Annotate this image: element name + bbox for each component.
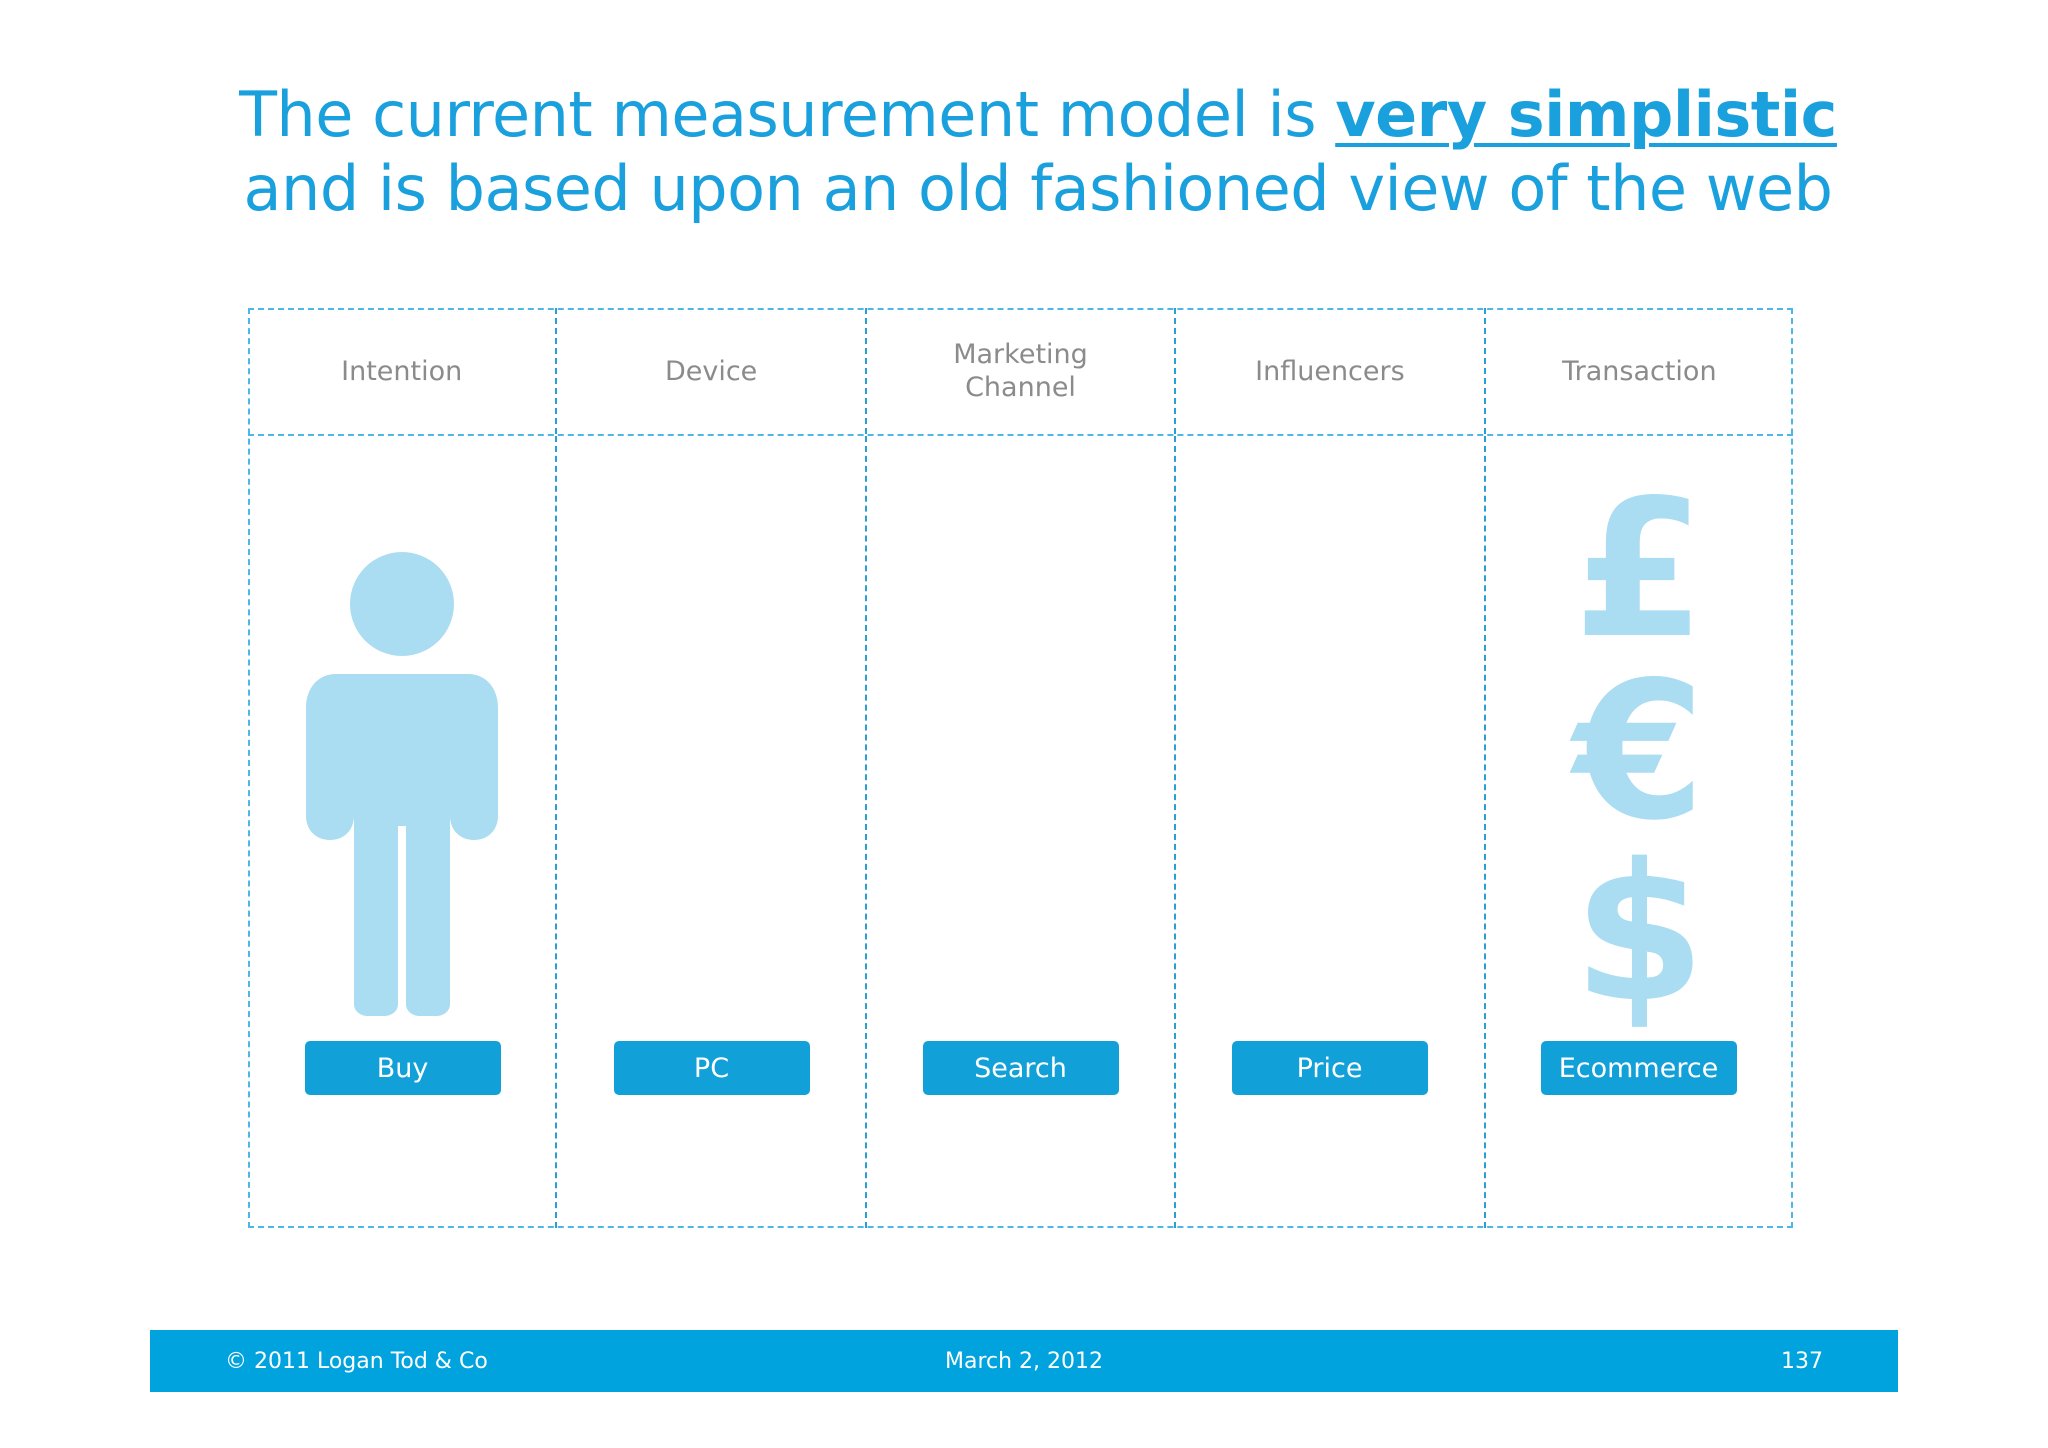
- euro-symbol-icon: €: [1573, 641, 1706, 862]
- column-header-influencers: Influencers: [1174, 308, 1483, 434]
- column-body-transaction: £ € $: [1483, 436, 1793, 1228]
- column-body-marketing-channel: [864, 436, 1174, 1228]
- column-header-label: Device: [664, 355, 758, 387]
- measurement-model-diagram: Intention Device Marketing Channel Influ…: [248, 308, 1793, 1228]
- column-header-label: Intention: [341, 355, 463, 387]
- flow-box-buy[interactable]: Buy: [304, 1041, 501, 1095]
- column-header-label: Influencers: [1255, 355, 1405, 387]
- diagram-grid-border: [248, 308, 1793, 1228]
- diagram-body-row: £ € $: [248, 436, 1793, 1228]
- flow-box-price[interactable]: Price: [1231, 1041, 1428, 1095]
- column-body-influencers: [1174, 436, 1483, 1228]
- column-header-label: Transaction: [1562, 355, 1717, 387]
- column-header-device: Device: [555, 308, 864, 434]
- column-header-transaction: Transaction: [1483, 308, 1793, 434]
- page-title-line2: and is based upon an old fashioned view …: [243, 152, 1833, 225]
- column-body-device: [555, 436, 864, 1228]
- footer-page-number: 137: [1781, 1348, 1823, 1374]
- column-header-marketing-channel: Marketing Channel: [864, 308, 1174, 434]
- flow-box-pc[interactable]: PC: [613, 1041, 810, 1095]
- flow-box-ecommerce[interactable]: Ecommerce: [1540, 1041, 1737, 1095]
- column-body-intention: [248, 436, 555, 1228]
- flow-box-search[interactable]: Search: [922, 1041, 1119, 1095]
- column-header-intention: Intention: [248, 308, 555, 434]
- page-title-line1-prefix: The current measurement model is: [239, 78, 1336, 151]
- person-silhouette-icon: [305, 552, 498, 1016]
- currency-symbols-icon: £ € $: [1573, 459, 1706, 1044]
- footer-copyright: © 2011 Logan Tod & Co: [225, 1348, 488, 1374]
- pound-symbol-icon: £: [1573, 459, 1706, 680]
- footer-date: March 2, 2012: [944, 1348, 1104, 1374]
- flow-boxes: Buy PC Search Price Ecommerce: [248, 308, 1793, 1228]
- diagram-header-row: Intention Device Marketing Channel Influ…: [248, 308, 1793, 436]
- dollar-symbol-icon: $: [1573, 823, 1706, 1044]
- page-title: The current measurement model is very si…: [228, 78, 1848, 226]
- page-title-emphasis: very simplistic: [1335, 78, 1837, 151]
- column-header-label: Marketing Channel: [953, 339, 1088, 403]
- slide-footer: © 2011 Logan Tod & Co March 2, 2012 137: [150, 1330, 1898, 1392]
